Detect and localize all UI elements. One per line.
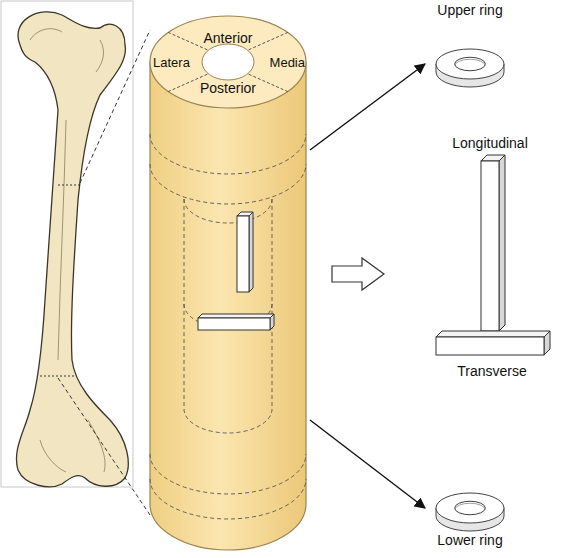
- guide-line: [80, 30, 150, 183]
- section-line: [150, 164, 306, 204]
- ring-top: [436, 49, 504, 79]
- femur-bone: [16, 12, 128, 487]
- guide-line: [58, 378, 150, 515]
- upper-ring: Upper ring: [425, 2, 515, 94]
- section-line: [184, 409, 272, 433]
- medullary-canal: [202, 44, 254, 80]
- section-line: [150, 479, 306, 519]
- ring-hole: [455, 501, 486, 515]
- node-label: Anterior: [203, 30, 252, 46]
- bar-front-face: [198, 318, 270, 330]
- cut-line: [40, 376, 76, 377]
- hollow-arrow: [332, 258, 384, 290]
- quadrant-line: [168, 32, 207, 49]
- cylinder-body: [150, 62, 306, 550]
- node-label: Media: [270, 55, 305, 71]
- cylinder-top: [150, 16, 306, 108]
- bar-front-face: [436, 337, 544, 355]
- bone-cylinder: AnteriorLatera MediaPosterior: [148, 14, 310, 556]
- section-line: [272, 199, 273, 409]
- ring-inner-wall: [455, 503, 486, 510]
- arrow-connector: [310, 64, 425, 150]
- ring-inner-wall: [455, 59, 486, 66]
- bar-front-face: [237, 216, 249, 292]
- bar-side-face: [249, 212, 253, 292]
- section-line: [150, 134, 306, 174]
- node-label: Upper ring: [437, 2, 502, 18]
- section-line: [150, 454, 306, 494]
- ring-top: [436, 493, 504, 523]
- longitudinal-bar-shape: [445, 135, 535, 335]
- longitudinal-bar: Longitudinal: [445, 135, 535, 335]
- node-label: Transverse: [457, 363, 527, 379]
- bar-front-face: [481, 161, 499, 331]
- image-frame: [1, 1, 133, 487]
- quadrant-line: [249, 32, 288, 49]
- bar-side-face: [499, 155, 505, 331]
- section-line: [184, 199, 185, 409]
- bone-shading: [30, 29, 105, 472]
- node-label: Posterior: [200, 80, 256, 96]
- bar-top-face: [436, 331, 550, 337]
- cut-line: [58, 185, 80, 186]
- node-label: Latera: [153, 55, 190, 71]
- ring-hole: [455, 57, 486, 71]
- lower-ring: Lower ring: [425, 488, 515, 554]
- transverse-bar: Transverse: [432, 325, 558, 385]
- bar-side-face: [544, 331, 550, 355]
- arrow-connector: [310, 420, 425, 508]
- node-label: Longitudinal: [452, 135, 528, 151]
- section-line: [184, 199, 272, 223]
- node-label: Lower ring: [437, 532, 502, 548]
- bar-side-face: [270, 314, 274, 330]
- bar-top-face: [198, 314, 274, 318]
